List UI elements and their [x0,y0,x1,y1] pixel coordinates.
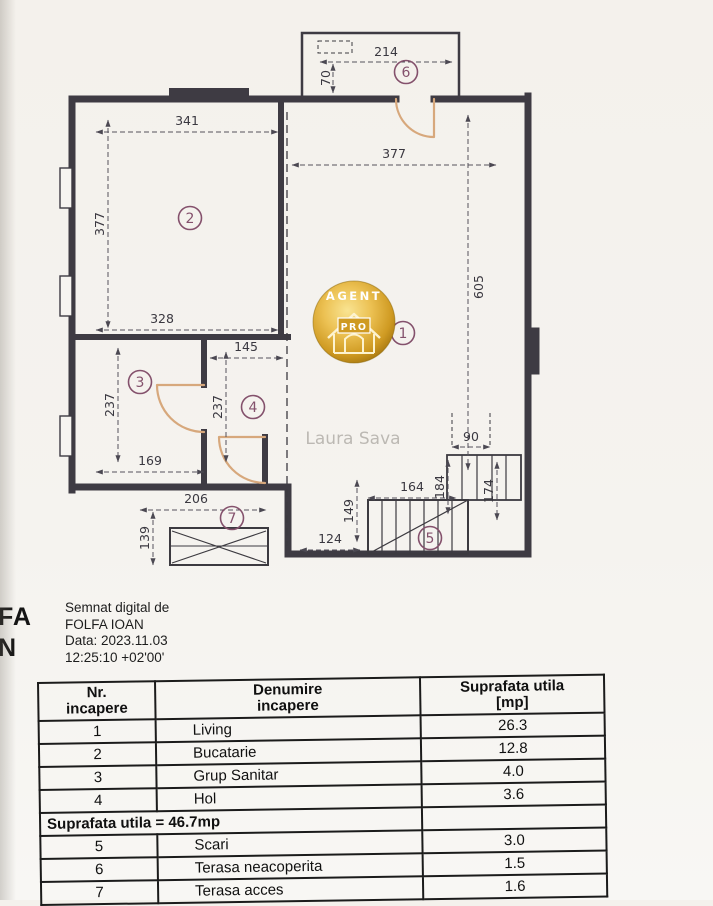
floor-plan: 214 70 341 377 377 605 328 145 237 237 1… [59,31,540,566]
watermark: Laura Sava [305,429,400,449]
signature-line: Semnat digital de [65,600,170,615]
doors [155,97,436,485]
dim-label: 164 [400,479,424,494]
subtotal-empty-cell [421,804,607,831]
window-icon [59,275,73,317]
room-area-cell: 4.0 [421,758,606,785]
svg-text:4: 4 [249,400,258,416]
room-number-cell: 1 [38,719,156,744]
room-number-cell: 5 [40,834,158,859]
window-openings [59,167,73,457]
room-area-cell: 3.6 [421,781,606,808]
digital-signature-block: FA N Semnat digital de FOLFA IOAN Data: … [0,598,420,670]
svg-text:6: 6 [402,65,411,81]
room-marker-7: 7 [219,505,245,531]
dim-label: 214 [374,44,398,59]
area-table-wrap: Nr. incapere Denumire incapere Suprafata… [37,674,608,906]
room-marker-2: 2 [177,205,203,231]
window-icon [59,167,73,209]
room-number-cell: 6 [40,857,158,882]
stamp-cut-text: FA N [0,602,32,664]
svg-text:5: 5 [426,531,435,547]
dim-label: 328 [150,311,174,326]
room-area-cell: 1.6 [422,873,608,900]
dim-label: 206 [184,491,208,506]
logo-text-agent: AGENT [326,289,382,303]
terrace-top-outline [300,31,461,99]
room-number-cell: 7 [40,880,159,905]
dimension-labels: 214 70 341 377 377 605 328 145 237 237 1… [92,44,496,550]
room-marker-4: 4 [240,394,266,420]
dim-label: 341 [175,113,199,128]
room-area-cell: 3.0 [422,827,607,854]
svg-text:7: 7 [228,511,237,527]
room-markers: 1 2 3 4 5 6 7 [127,59,443,551]
signature-text: Semnat digital de FOLFA IOAN Data: 2023.… [65,600,169,666]
window-icon [59,415,73,457]
room-area-cell: 12.8 [420,735,606,762]
room-area-cell: 1.5 [422,850,607,877]
house-icon [327,312,381,354]
header-suprafata: Suprafata utila [mp] [419,674,605,716]
room-number-cell: 4 [39,788,157,813]
room-number-cell: 3 [39,765,157,790]
walls [68,31,540,558]
svg-text:1: 1 [399,326,408,342]
dim-label: 149 [341,499,356,523]
dim-label: 605 [471,275,486,299]
svg-text:3: 3 [136,375,145,391]
terrace-access [169,527,269,566]
room-area-cell: 26.3 [420,712,605,739]
dim-label: 184 [432,475,447,499]
dim-label: 145 [234,339,258,354]
area-table: Nr. incapere Denumire incapere Suprafata… [37,674,608,906]
logo-pro-badge [337,317,371,334]
stamp-cut-line: N [0,634,18,662]
room-name-cell: Terasa acces [157,876,424,904]
reference-lines [286,40,491,546]
room-marker-3: 3 [127,369,153,395]
dimension-lines [95,59,500,566]
stairs [367,454,522,555]
signature-line: FOLFA IOAN [65,616,144,632]
dim-label: 169 [138,453,162,468]
room-number-cell: 2 [38,742,157,767]
agent-pro-logo: AGENT PRO [312,280,396,364]
dim-label: 139 [137,526,152,550]
dim-label: 124 [318,531,342,546]
door-arc-bathroom [155,383,206,434]
header-denumire: Denumire incapere [155,677,421,720]
svg-text:2: 2 [186,211,195,227]
dim-label: 70 [318,70,333,86]
door-arc-entrance [394,97,436,139]
dim-label: 377 [92,212,107,236]
dim-label: 377 [382,146,406,161]
room-marker-5: 5 [417,525,443,551]
room-marker-6: 6 [393,59,419,85]
dim-label: 237 [102,393,117,417]
dim-label: 174 [481,479,496,503]
dim-label: 237 [210,395,225,419]
logo-text-pro: PRO [341,322,368,333]
stamp-cut-line: FA [0,603,32,631]
signature-line: 12:25:10 +02'00' [65,649,165,665]
dim-label: 90 [463,429,479,444]
header-nr-incapere: Nr. incapere [38,681,156,721]
signature-line: Data: 2023.11.03 [65,633,168,648]
